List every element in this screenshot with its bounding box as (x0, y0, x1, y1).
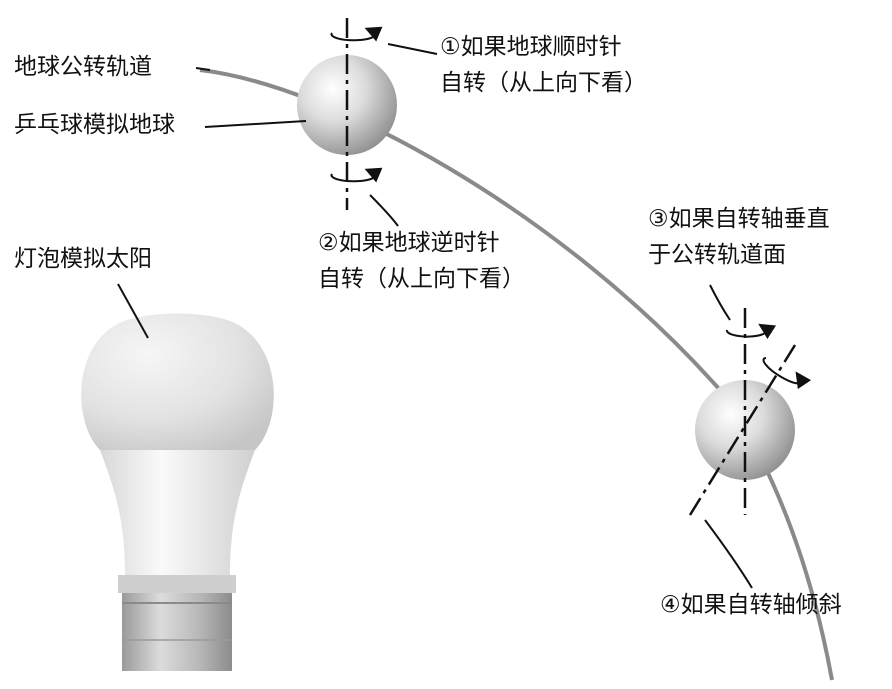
leader-note2 (369, 194, 399, 227)
earth-right-tilted-axis (688, 344, 797, 516)
bulb-base-collar (118, 575, 236, 593)
note4: ④如果自转轴倾斜 (660, 592, 842, 618)
earth-right (688, 308, 812, 516)
note3-line1: ③如果自转轴垂直 (648, 206, 830, 232)
bulb-base (122, 593, 232, 671)
rotation-arrow-clockwise-icon (330, 26, 383, 42)
leader-pingpong (204, 120, 307, 128)
label-bulb: 灯泡模拟太阳 (14, 246, 152, 272)
leader-bulb (117, 283, 149, 339)
note2-line2: 自转（从上向下看） (318, 266, 525, 292)
earth-top (297, 18, 397, 210)
light-bulb (81, 313, 274, 671)
bulb-glass (81, 313, 274, 450)
note1-line2: 自转（从上向下看） (440, 70, 647, 96)
note3-line2: 于公转轨道面 (648, 242, 786, 268)
leader-orbit (195, 67, 211, 71)
note2-line1: ②如果地球逆时针 (318, 230, 500, 256)
note1-line1: ①如果地球顺时针 (440, 34, 622, 60)
rotation-arrow-counterclockwise-icon (330, 167, 383, 183)
leader-note4 (704, 519, 753, 589)
leader-note3 (709, 284, 731, 321)
leader-note1 (387, 43, 438, 55)
label-orbit: 地球公转轨道 (14, 54, 152, 80)
rotation-arrow-tilted-axis-icon (762, 357, 812, 390)
rotation-arrow-vertical-axis-icon (725, 323, 777, 340)
bulb-neck (100, 450, 255, 575)
label-pingpong: 乒乓球模拟地球 (14, 112, 175, 138)
